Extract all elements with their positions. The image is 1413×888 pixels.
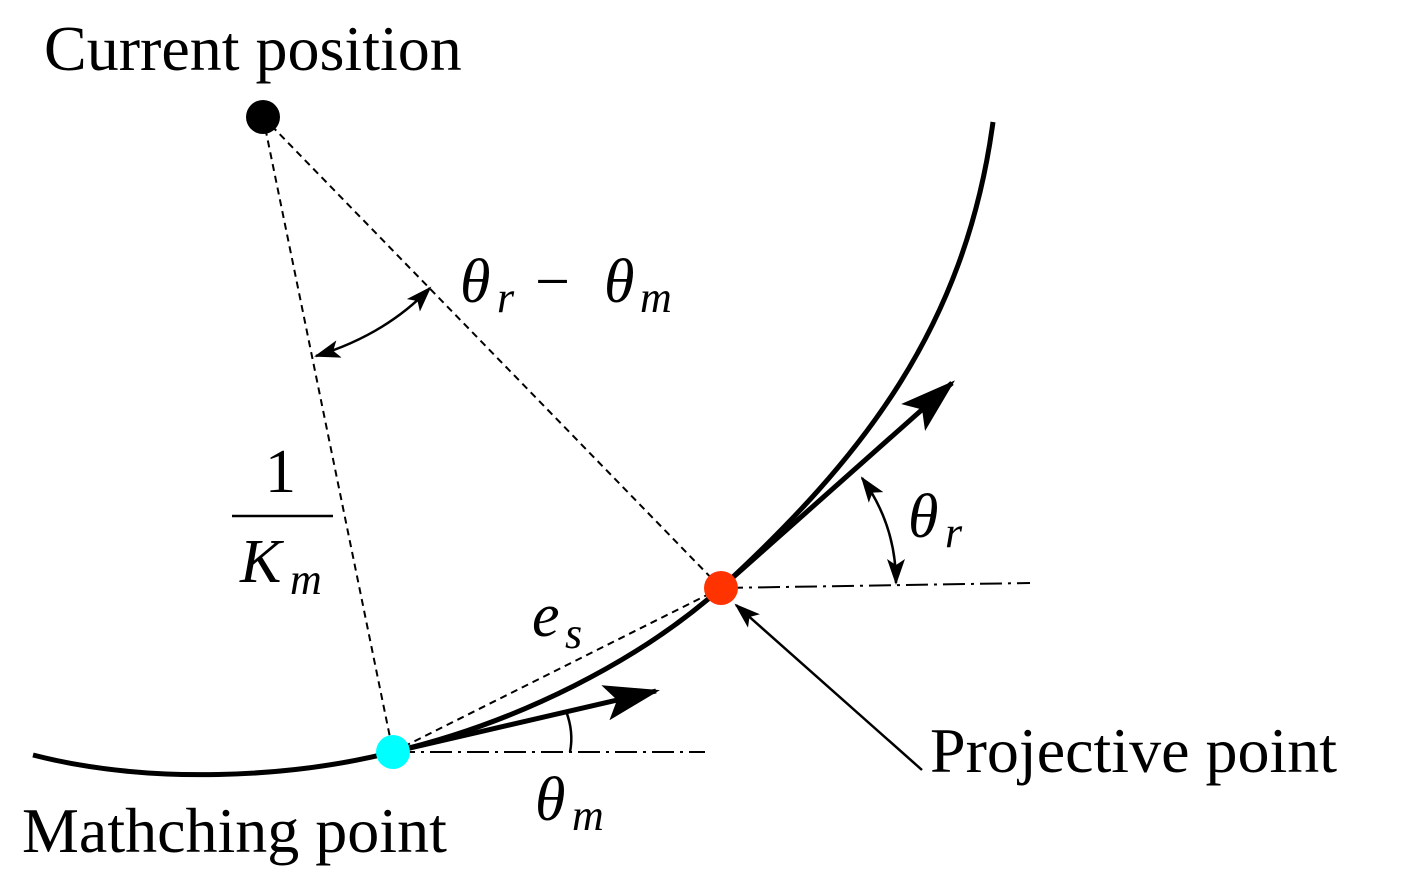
svg-text:θ: θ [535,766,565,834]
theta-m-label: θ m [535,766,604,840]
svg-text:θ: θ [460,248,490,316]
svg-text:K: K [239,528,285,596]
error-dashed-line [392,587,722,753]
current-position-point [246,100,280,134]
svg-text:m: m [572,791,604,840]
svg-text:−: − [535,248,570,316]
projective-point-label: Projective point [930,715,1337,786]
error-es-label: e s [532,582,582,658]
theta-r-label: θ r [908,483,963,557]
svg-text:θ: θ [908,483,938,551]
projective-leader-line [734,603,923,771]
matching-point-label: Mathching point [22,795,447,866]
matching-tangent-arrow [392,685,660,755]
theta-diff-angle-arc [314,286,432,358]
svg-text:1: 1 [265,438,296,506]
projective-horizontal-ref-line [720,582,1031,589]
projective-tangent-arrow [719,380,955,590]
svg-text:r: r [945,508,963,557]
radius-dashed-line [262,116,394,753]
svg-text:r: r [497,273,515,322]
svg-text:m: m [290,555,322,604]
theta-m-angle-arc [564,710,573,753]
theta-diff-label: θ r − θ m [460,248,672,322]
reference-path-curve [32,121,996,778]
theta-r-angle-arc [860,476,905,585]
svg-text:m: m [640,273,672,322]
svg-text:e: e [532,582,560,650]
svg-text:s: s [565,609,582,658]
inverse-curvature-label: 1 K m [232,438,333,604]
svg-text:θ: θ [604,248,634,316]
current-position-label: Current position [44,13,462,84]
matching-point-marker [376,735,410,769]
projective-point-marker [704,571,738,605]
current-to-projective-dashed-line [262,116,722,589]
